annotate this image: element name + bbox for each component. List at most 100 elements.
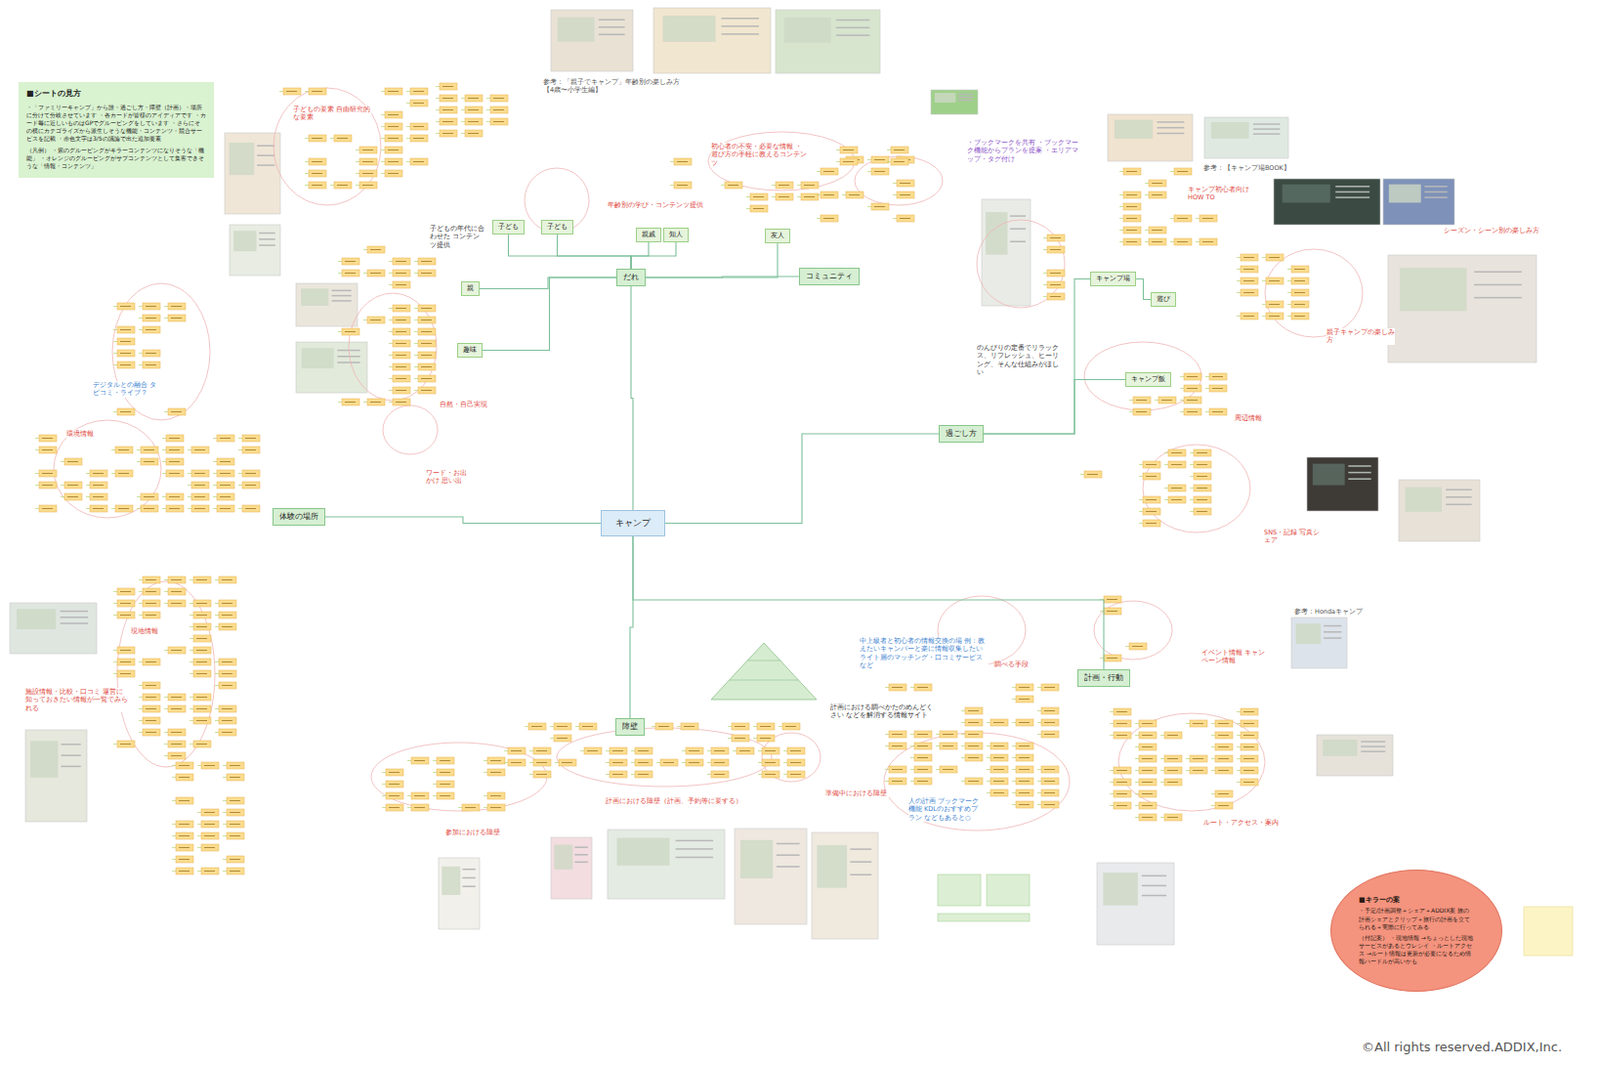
image-text-line <box>60 622 88 625</box>
card-text-line <box>1116 793 1128 795</box>
card-link <box>388 354 393 356</box>
idea-card <box>888 683 907 691</box>
idea-card <box>800 193 819 201</box>
card-link <box>1119 241 1124 243</box>
idea-card <box>775 193 794 201</box>
idea-card <box>142 326 161 334</box>
card-text-line <box>143 461 155 463</box>
node-text: 趣味 <box>463 345 477 355</box>
image-detail <box>229 142 255 175</box>
card-text-line <box>842 161 854 163</box>
card-text-line <box>387 172 399 174</box>
card-text-line <box>510 750 522 752</box>
card-link <box>1119 206 1124 208</box>
reference-image <box>653 7 771 74</box>
card-link <box>407 759 412 761</box>
idea-card <box>1041 789 1059 797</box>
card-text-line <box>968 757 979 758</box>
card-link <box>1043 272 1048 274</box>
idea-card <box>1047 293 1065 300</box>
card-text-line <box>344 272 356 274</box>
card-link <box>381 795 386 797</box>
idea-card <box>820 168 839 175</box>
idea-card <box>1168 449 1186 457</box>
card-text-line <box>893 161 905 163</box>
card-text-line <box>1167 816 1179 818</box>
node-text: 過ごし方 <box>945 428 977 439</box>
card-link <box>222 858 227 860</box>
idea-card <box>490 106 508 114</box>
topic-node: 親戚 <box>635 227 662 243</box>
card-link <box>164 743 169 745</box>
card-text-line <box>1126 241 1137 243</box>
card-link <box>363 272 368 274</box>
image-text-line <box>462 877 475 880</box>
card-link <box>1099 657 1104 659</box>
idea-card <box>1240 743 1259 751</box>
card-link <box>432 795 437 797</box>
card-link <box>388 378 393 379</box>
idea-card <box>584 747 602 755</box>
card-text-line <box>178 823 190 825</box>
card-text-line <box>194 484 206 486</box>
card-link <box>1037 768 1042 770</box>
card-text-line <box>764 761 776 763</box>
card-link <box>222 823 227 825</box>
annotation: 自然・自己実現 <box>439 400 494 409</box>
idea-card <box>1123 203 1141 211</box>
card-text-line <box>168 496 180 498</box>
card-link <box>961 733 966 735</box>
card-text-line <box>1141 781 1153 783</box>
branch-node: 計画・行動 <box>1077 669 1131 687</box>
card-text-line <box>1018 721 1030 723</box>
card-link <box>189 602 194 604</box>
idea-card <box>115 446 133 454</box>
annotation: 参考：【キャンプ場BOOK】 <box>1203 164 1292 172</box>
card-text-line <box>823 217 835 219</box>
idea-card <box>1015 683 1034 691</box>
card-text-line <box>143 507 155 509</box>
card-link <box>171 870 176 872</box>
idea-card <box>840 146 858 154</box>
image-detail <box>1312 463 1346 486</box>
card-text-line <box>1218 769 1229 771</box>
card-text-line <box>1050 295 1061 297</box>
idea-card <box>871 168 889 175</box>
idea-card <box>487 768 506 776</box>
idea-card <box>117 658 135 666</box>
reference-image <box>438 857 480 929</box>
idea-card <box>334 134 352 142</box>
idea-card <box>1015 742 1034 750</box>
image-text-line <box>1335 185 1370 188</box>
card-link <box>1119 194 1124 196</box>
idea-card <box>757 722 775 730</box>
card-link <box>1119 170 1124 172</box>
card-link <box>1129 399 1134 401</box>
image-text-line <box>256 164 275 167</box>
idea-card <box>140 493 159 501</box>
card-link <box>113 329 118 331</box>
card-link <box>380 126 385 127</box>
node-text: 親 <box>466 284 474 294</box>
card-link <box>330 137 335 139</box>
card-link <box>189 649 194 651</box>
card-text-line <box>42 507 53 509</box>
idea-card <box>392 269 411 277</box>
card-text-line <box>245 507 256 509</box>
image-detail <box>16 608 56 630</box>
reference-image <box>1388 254 1537 363</box>
annotation: ・ブックマークを共有 ・ブックマーク機能からプランを提案 ・エリアマップ・タグ付… <box>967 138 1080 164</box>
card-link <box>1236 757 1241 759</box>
node-text: キャンプ <box>615 516 651 530</box>
card-link <box>1179 376 1184 378</box>
group-outline <box>976 219 1065 308</box>
card-text-line <box>67 484 79 486</box>
card-link <box>631 761 635 763</box>
card-text-line <box>467 132 479 134</box>
idea-card <box>117 349 135 357</box>
image-text-line <box>1253 132 1281 135</box>
card-text-line <box>42 449 53 451</box>
idea-card <box>218 728 237 736</box>
card-link <box>1135 769 1139 771</box>
card-link <box>783 750 788 752</box>
